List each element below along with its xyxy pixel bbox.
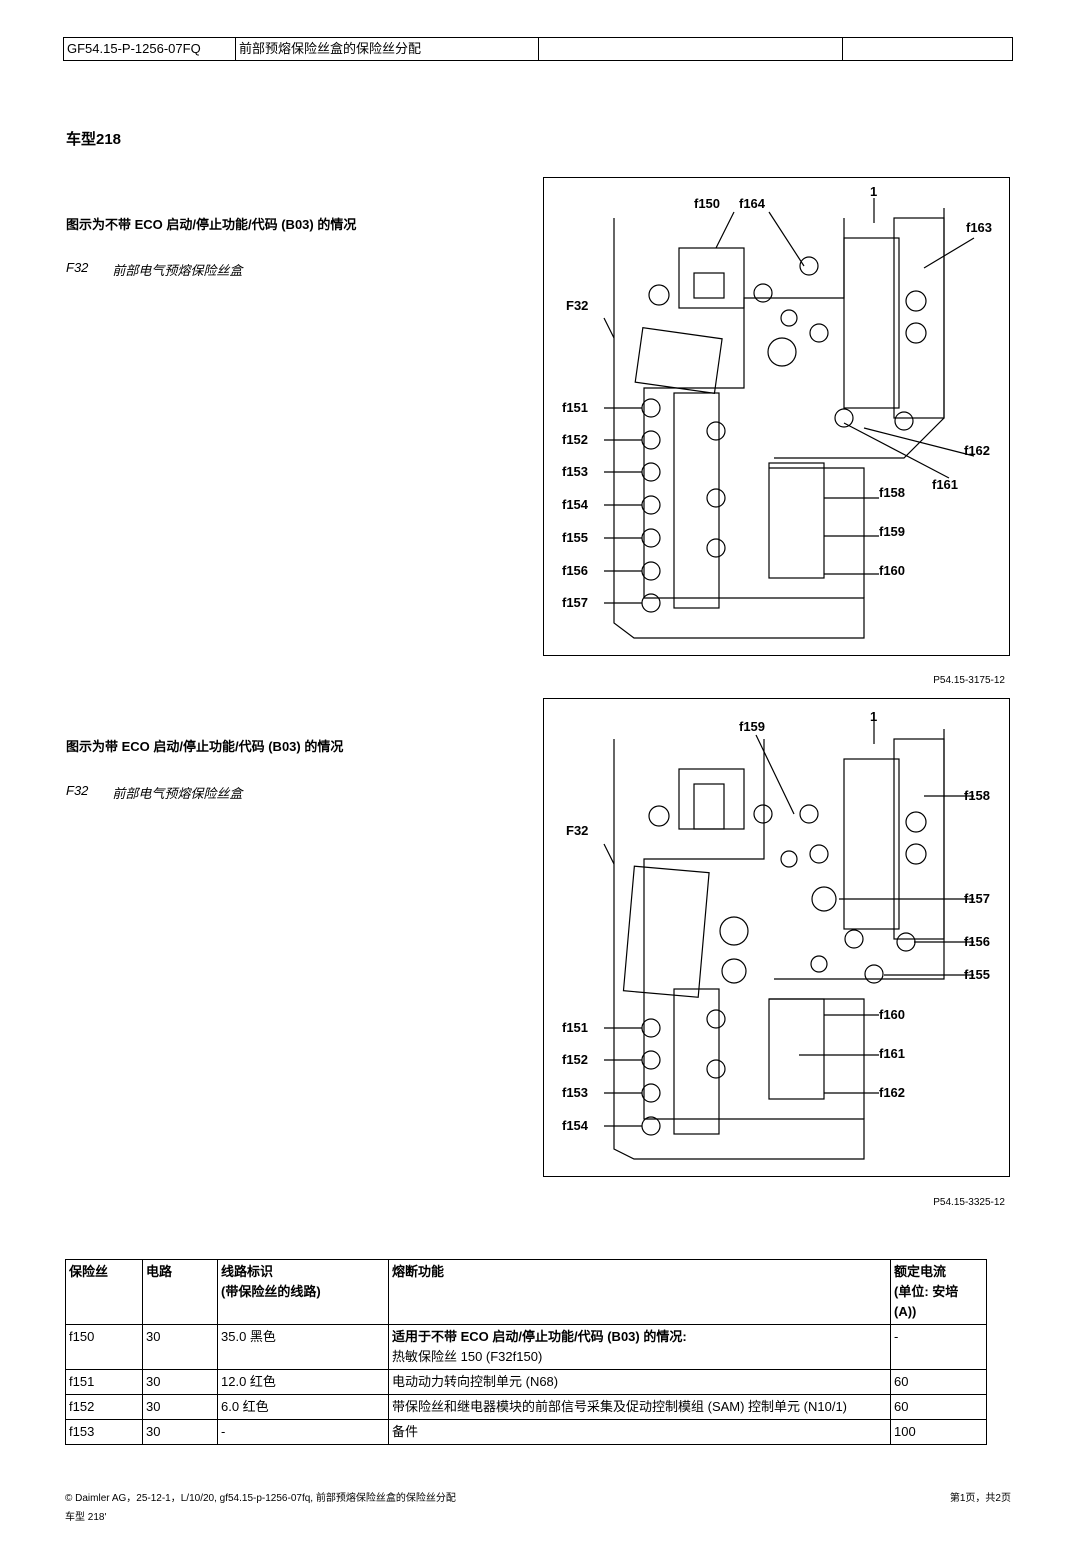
header-cell-4	[843, 38, 1012, 60]
col-circuit: 电路	[142, 1259, 218, 1325]
fuse-box-drawing	[603, 721, 974, 1160]
fuse: f150	[65, 1324, 143, 1370]
document-header: GF54.15-P-1256-07FQ 前部预熔保险丝盒的保险丝分配	[63, 37, 1013, 61]
circuit: 30	[142, 1324, 218, 1370]
function: 带保险丝和继电器模块的前部信号采集及促动控制模组 (SAM) 控制单元 (N10…	[388, 1394, 891, 1420]
table-header-row: 保险丝 电路 线路标识 (带保险丝的线路) 熔断功能 额定电流 (单位: 安培 …	[65, 1259, 987, 1325]
callout-f156: f156	[562, 563, 589, 578]
callout-f162: f162	[964, 443, 991, 458]
section1-legend: F32 前部电气预熔保险丝盒	[66, 260, 242, 279]
callout-f163: f163	[966, 220, 993, 235]
callout-f159: f159	[739, 719, 766, 734]
section2-caption: 图示为带 ECO 启动/停止功能/代码 (B03) 的情况	[66, 739, 344, 754]
function: 备件	[388, 1419, 891, 1445]
function-text: 热敏保险丝 150 (F32f150)	[392, 1349, 543, 1364]
table-row: f150 30 35.0 黑色 适用于不带 ECO 启动/停止功能/代码 (B0…	[65, 1324, 987, 1370]
rating: 100	[890, 1419, 987, 1445]
callout-f155: f155	[562, 530, 589, 545]
callout-f161: f161	[932, 477, 959, 492]
wire: -	[217, 1419, 389, 1445]
footer-page-number: 第1页，共2页	[949, 1493, 1011, 1504]
fuse: f153	[65, 1419, 143, 1445]
col-fuse: 保险丝	[65, 1259, 143, 1325]
doc-title: 前部预熔保险丝盒的保险丝分配	[236, 38, 539, 60]
legend-text: 前部电气预熔保险丝盒	[112, 786, 243, 801]
section2-legend: F32 前部电气预熔保险丝盒	[66, 783, 242, 802]
function: 适用于不带 ECO 启动/停止功能/代码 (B03) 的情况: 热敏保险丝 150…	[388, 1324, 891, 1370]
callout-f159: f159	[879, 524, 906, 539]
circuit: 30	[142, 1419, 218, 1445]
col-rating: 额定电流 (单位: 安培 (A))	[890, 1259, 987, 1325]
wire: 12.0 红色	[217, 1369, 389, 1395]
fuse-assignment-table: 保险丝 电路 线路标识 (带保险丝的线路) 熔断功能 额定电流 (单位: 安培 …	[65, 1259, 987, 1445]
callout-f152: f152	[562, 1052, 589, 1067]
callout-f152: f152	[562, 432, 589, 447]
callout-f155: f155	[964, 967, 991, 982]
callout-f162: f162	[879, 1085, 906, 1100]
footer-model: 车型 218'	[65, 1512, 107, 1523]
callout-f157: f157	[964, 891, 991, 906]
callout-1: 1	[870, 709, 878, 724]
table-row: f151 30 12.0 红色 电动动力转向控制单元 (N68) 60	[65, 1369, 987, 1395]
wire: 6.0 红色	[217, 1394, 389, 1420]
figure-ref-2: P54.15-3325-12	[933, 1197, 1005, 1208]
legend-code: F32	[66, 260, 89, 275]
callout-f164: f164	[739, 196, 766, 211]
callout-f156: f156	[964, 934, 991, 949]
model-heading: 车型218	[66, 131, 122, 148]
wire: 35.0 黑色	[217, 1324, 389, 1370]
col-function: 熔断功能	[388, 1259, 891, 1325]
rating: 60	[890, 1394, 987, 1420]
circuit: 30	[142, 1394, 218, 1420]
callout-F32: F32	[566, 298, 589, 313]
callout-f154: f154	[562, 497, 589, 512]
fuse-box-drawing	[603, 198, 975, 639]
table-row: f153 30 - 备件 100	[65, 1419, 987, 1445]
doc-id: GF54.15-P-1256-07FQ	[64, 38, 236, 60]
callout-f161: f161	[879, 1046, 906, 1061]
table-row: f152 30 6.0 红色 带保险丝和继电器模块的前部信号采集及促动控制模组 …	[65, 1394, 987, 1420]
section1-caption: 图示为不带 ECO 启动/停止功能/代码 (B03) 的情况	[66, 217, 357, 232]
callout-f151: f151	[562, 400, 589, 415]
col-wire: 线路标识 (带保险丝的线路)	[217, 1259, 389, 1325]
callout-f153: f153	[562, 1085, 589, 1100]
circuit: 30	[142, 1369, 218, 1395]
rating: 60	[890, 1369, 987, 1395]
callout-1: 1	[870, 184, 878, 199]
callout-f154: f154	[562, 1118, 589, 1133]
callout-f157: f157	[562, 595, 589, 610]
legend-code: F32	[66, 783, 89, 798]
fuse: f152	[65, 1394, 143, 1420]
callout-f153: f153	[562, 464, 589, 479]
callout-F32: F32	[566, 823, 589, 838]
footer-copyright: © Daimler AG，25-12-1，L/10/20, gf54.15-p-…	[65, 1493, 456, 1504]
fuse: f151	[65, 1369, 143, 1395]
fuse-box-diagram-1: f150 f164 1 f163 F32 f151 f152 f153 f154…	[543, 177, 1010, 656]
figure-ref-1: P54.15-3175-12	[933, 675, 1005, 686]
function: 电动动力转向控制单元 (N68)	[388, 1369, 891, 1395]
header-cell-3	[539, 38, 843, 60]
callout-f160: f160	[879, 563, 906, 578]
function-condition: 适用于不带 ECO 启动/停止功能/代码 (B03) 的情况:	[392, 1329, 687, 1344]
callout-f160: f160	[879, 1007, 906, 1022]
legend-text: 前部电气预熔保险丝盒	[112, 263, 243, 278]
fuse-box-diagram-2: f159 1 f158 F32 f157 f156 f155 f160 f161…	[543, 698, 1010, 1177]
callout-f158: f158	[964, 788, 991, 803]
callout-f150: f150	[694, 196, 721, 211]
callout-f151: f151	[562, 1020, 589, 1035]
rating: -	[890, 1324, 987, 1370]
callout-f158: f158	[879, 485, 906, 500]
